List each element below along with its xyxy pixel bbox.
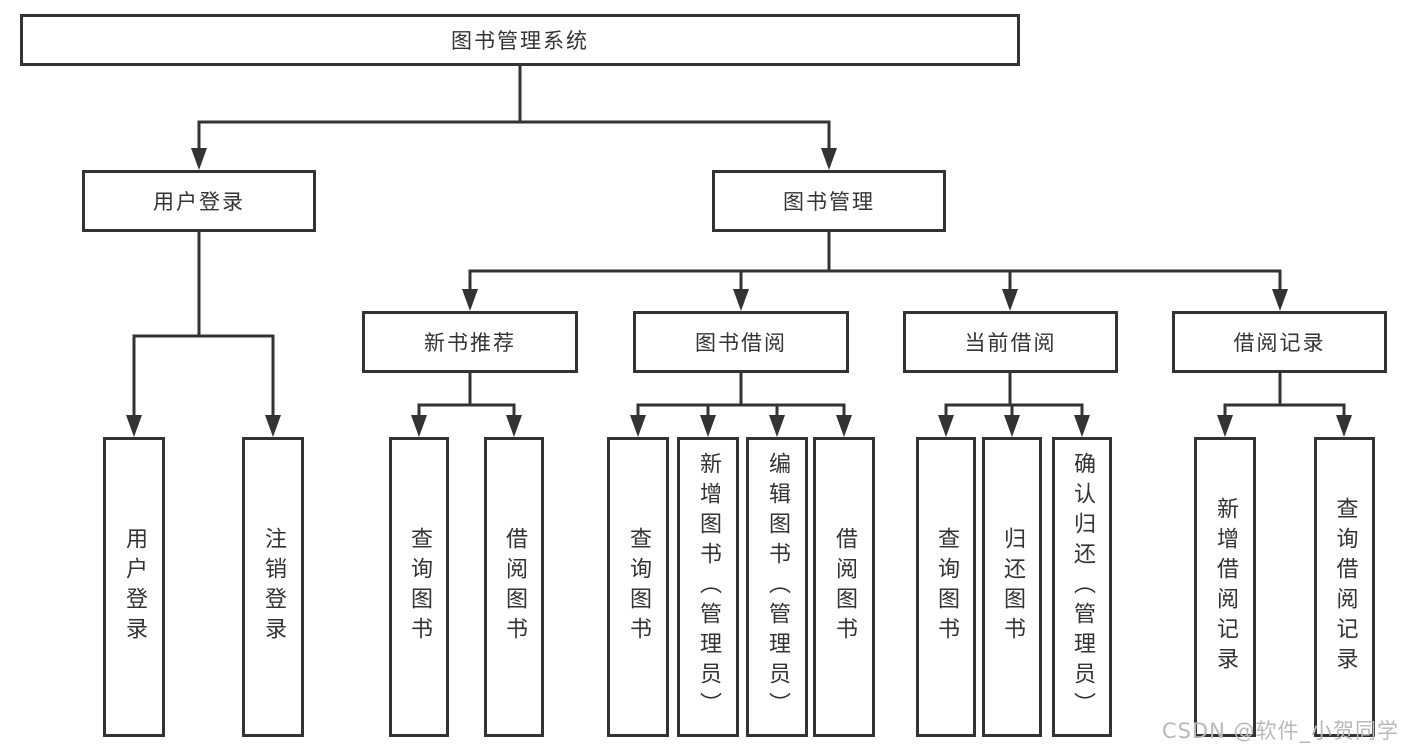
node-label: 新增借阅记录	[1213, 497, 1238, 677]
leaf-logout: 注销登录	[242, 437, 304, 737]
node-current-borrowing: 当前借阅	[903, 311, 1118, 373]
leaf-nbr-query-books: 查询图书	[389, 437, 449, 737]
node-new-book-recommendation: 新书推荐	[362, 311, 578, 373]
node-borrowing-records: 借阅记录	[1172, 311, 1387, 373]
node-book-borrowing: 图书借阅	[633, 311, 849, 373]
node-label: 查询图书	[626, 527, 651, 647]
node-label: 确认归还（管理员）	[1070, 452, 1095, 722]
node-label: 用户登录	[153, 190, 245, 214]
node-label: 查询借阅记录	[1332, 497, 1358, 677]
connector-book-management-to-level3	[462, 230, 1288, 311]
node-user-login: 用户登录	[82, 170, 316, 232]
node-label: 查询图书	[407, 527, 432, 647]
node-label: 用户登录	[122, 527, 147, 647]
leaf-user-login: 用户登录	[103, 437, 165, 737]
node-label: 图书管理系统	[451, 29, 589, 53]
leaf-cb-query-books: 查询图书	[916, 437, 976, 737]
node-label: 查询图书	[934, 527, 959, 647]
connector-borrowing-records-to-leaves	[1217, 371, 1352, 437]
node-label: 新书推荐	[424, 331, 516, 355]
node-label: 归还图书	[1000, 527, 1025, 647]
node-library-management-system: 图书管理系统	[20, 14, 1020, 66]
csdn-watermark: CSDN @软件_小贺同学	[1161, 719, 1399, 743]
leaf-bb-borrow-books: 借阅图书	[813, 437, 875, 737]
node-label: 编辑图书（管理员）	[765, 452, 790, 722]
leaf-br-query-record: 查询借阅记录	[1314, 437, 1375, 737]
connector-new-book-recommendation-to-leaves	[411, 371, 522, 437]
leaf-cb-confirm-return-admin: 确认归还（管理员）	[1052, 437, 1112, 737]
node-label: 当前借阅	[964, 331, 1057, 355]
connector-book-borrowing-to-leaves	[630, 371, 852, 437]
connector-user-login-to-leaves	[126, 230, 281, 437]
leaf-br-add-record: 新增借阅记录	[1194, 437, 1256, 737]
leaf-nbr-borrow-books: 借阅图书	[484, 437, 544, 737]
connector-current-borrowing-to-leaves	[938, 371, 1090, 437]
connector-root-to-level2	[191, 62, 837, 170]
leaf-bb-add-books-admin: 新增图书（管理员）	[677, 437, 739, 737]
leaf-bb-query-books: 查询图书	[607, 437, 669, 737]
leaf-cb-return-books: 归还图书	[982, 437, 1042, 737]
node-label: 新增图书（管理员）	[696, 452, 721, 722]
node-label: 借阅图书	[832, 527, 857, 647]
node-label: 注销登录	[261, 527, 286, 647]
node-label: 图书借阅	[695, 331, 787, 355]
node-book-management: 图书管理	[712, 170, 946, 232]
node-label: 借阅记录	[1233, 331, 1326, 355]
leaf-bb-edit-books-admin: 编辑图书（管理员）	[746, 437, 808, 737]
node-label: 借阅图书	[502, 527, 527, 647]
node-label: 图书管理	[783, 190, 875, 214]
